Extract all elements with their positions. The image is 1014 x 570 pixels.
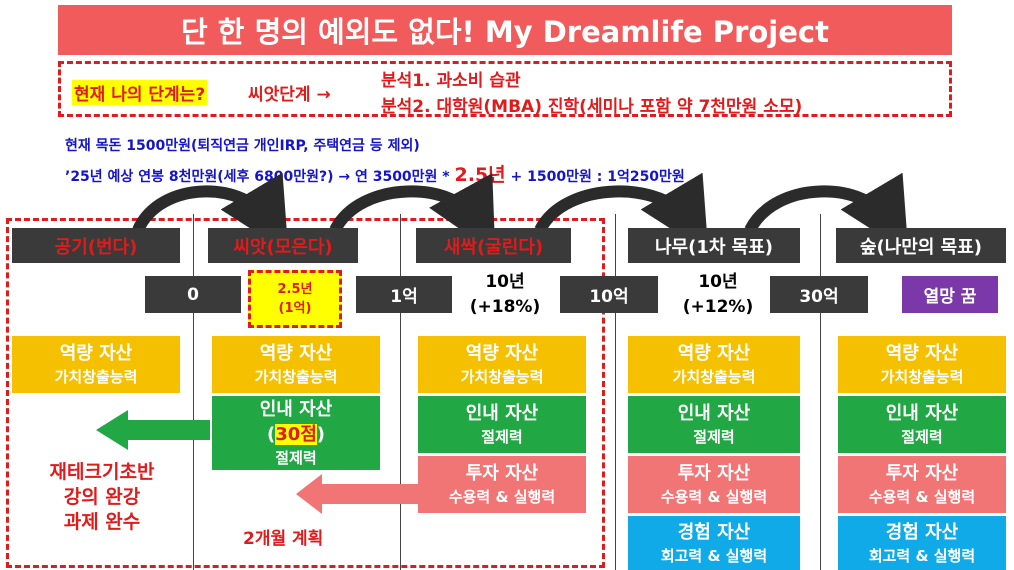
exp-title: 경험 자산 xyxy=(885,521,959,543)
task-1: 재테크기초반 xyxy=(49,461,155,483)
current-focus-region xyxy=(6,218,605,568)
patience-asset-sprout: 인내 자산 절제력 xyxy=(418,396,586,453)
patience-score: 30점 xyxy=(275,424,317,445)
patience-asset-forest: 인내 자산 절제력 xyxy=(838,396,1006,453)
capability-sub: 가치창출능력 xyxy=(672,368,756,386)
analysis-2: 분석2. 대학원(MBA) 진학(세미나 포함 약 7천만원 소모) xyxy=(381,97,803,117)
stage-current: 씨앗단계 → xyxy=(248,85,331,105)
patience-sub: 절제력 xyxy=(481,428,523,446)
seed-period-target: (1억) xyxy=(278,301,312,316)
arrow-air-to-seed xyxy=(132,172,289,253)
experience-asset-forest: 경험 자산 회고력 & 실행력 xyxy=(838,516,1006,570)
stage-header-seed: 씨앗(모은다) xyxy=(208,228,358,263)
capability-sub: 가치창출능력 xyxy=(254,368,338,386)
page-title: 단 한 명의 예외도 없다! My Dreamlife Project xyxy=(58,5,952,55)
exp-sub: 회고력 & 실행력 xyxy=(660,546,768,565)
patience-sub: 절제력 xyxy=(901,428,943,446)
capability-title: 역량 자산 xyxy=(259,343,333,364)
tree-rate: (+12%) xyxy=(682,297,754,317)
amount-tree: 30억 xyxy=(770,276,868,313)
analysis-1: 분석1. 과소비 습관 xyxy=(381,71,521,91)
invest-asset-forest: 투자 자산 수용력 & 실행력 xyxy=(838,456,1006,513)
capability-title: 역량 자산 xyxy=(677,343,751,364)
column-divider xyxy=(820,214,821,570)
patience-sub: 절제력 xyxy=(275,449,317,467)
arrow-sprout-to-tree xyxy=(534,172,709,253)
left-tasks: 재테크기초반 강의 완강 과제 완수 xyxy=(12,460,192,535)
plan-label: 2개월 계획 xyxy=(243,529,324,549)
column-divider xyxy=(400,214,401,570)
invest-sub: 수용력 & 실행력 xyxy=(868,488,976,506)
invest-sub: 수용력 & 실행력 xyxy=(660,488,768,506)
capability-title: 역량 자산 xyxy=(885,343,959,364)
stage-header-forest: 숲(나만의 목표) xyxy=(836,228,1006,263)
capability-asset-forest: 역량 자산 가치창출능력 xyxy=(838,336,1006,393)
amount-forest: 열망 꿈 xyxy=(902,276,998,313)
invest-title: 투자 자산 xyxy=(465,463,539,484)
patience-sub: 절제력 xyxy=(693,428,735,446)
tree-period-block: 10년 (+12%) xyxy=(665,270,771,320)
patience-title: 인내 자산 xyxy=(259,399,333,420)
experience-asset-tree: 경험 자산 회고력 & 실행력 xyxy=(628,516,800,570)
tree-period: 10년 xyxy=(698,272,738,292)
capability-sub: 가치창출능력 xyxy=(54,368,138,386)
sprout-rate: (+18%) xyxy=(469,297,541,317)
invest-title: 투자 자산 xyxy=(677,463,751,484)
capability-asset-tree: 역량 자산 가치창출능력 xyxy=(628,336,800,393)
column-divider xyxy=(615,214,616,570)
invest-asset-tree: 투자 자산 수용력 & 실행력 xyxy=(628,456,800,513)
current-stage-box xyxy=(58,61,952,117)
amount-sprout: 10억 xyxy=(560,276,658,313)
task-2: 강의 완강 xyxy=(63,486,141,508)
column-divider xyxy=(193,214,194,570)
info-line-1: 현재 목돈 1500만원(퇴직연금 개인IRP, 주택연금 등 제외) xyxy=(65,138,420,154)
capability-title: 역량 자산 xyxy=(59,343,133,364)
invest-sub: 수용력 & 실행력 xyxy=(448,488,556,506)
stage-header-tree: 나무(1차 목표) xyxy=(628,228,800,263)
invest-title: 투자 자산 xyxy=(885,463,959,484)
capability-sub: 가치창출능력 xyxy=(460,368,544,386)
stage-header-sprout: 새싹(굴린다) xyxy=(416,228,571,263)
arrow-seed-to-sprout xyxy=(329,173,496,254)
sprout-period-block: 10년 (+18%) xyxy=(455,270,555,320)
patience-asset-tree: 인내 자산 절제력 xyxy=(628,396,800,453)
capability-asset-air: 역량 자산 가치창출능력 xyxy=(12,336,180,393)
exp-title: 경험 자산 xyxy=(677,521,751,543)
seed-period-box: 2.5년 (1억) xyxy=(248,270,342,328)
invest-asset-sprout: 투자 자산 수용력 & 실행력 xyxy=(418,456,586,513)
capability-asset-seed: 역량 자산 가치창출능력 xyxy=(212,336,380,393)
amount-seed: 1억 xyxy=(356,276,452,313)
patience-asset-seed: 인내 자산 (30점) 절제력 xyxy=(212,396,380,470)
patience-score-line: (30점) xyxy=(266,424,326,445)
stage-header-air: 공기(번다) xyxy=(12,228,180,263)
patience-title: 인내 자산 xyxy=(465,403,539,424)
capability-title: 역량 자산 xyxy=(465,343,539,364)
arrow-patience-to-left xyxy=(96,410,210,450)
sprout-period: 10년 xyxy=(485,272,525,292)
capability-asset-sprout: 역량 자산 가치창출능력 xyxy=(418,336,586,393)
task-3: 과제 완수 xyxy=(63,511,141,533)
amount-air: 0 xyxy=(145,276,241,313)
capability-sub: 가치창출능력 xyxy=(880,368,964,386)
patience-title: 인내 자산 xyxy=(885,403,959,424)
seed-period: 2.5년 xyxy=(277,282,313,297)
arrow-invest-to-center xyxy=(296,474,420,514)
patience-title: 인내 자산 xyxy=(677,403,751,424)
arrow-tree-to-forest xyxy=(744,172,909,253)
stage-question: 현재 나의 단계는? xyxy=(72,80,208,105)
exp-sub: 회고력 & 실행력 xyxy=(868,546,976,565)
